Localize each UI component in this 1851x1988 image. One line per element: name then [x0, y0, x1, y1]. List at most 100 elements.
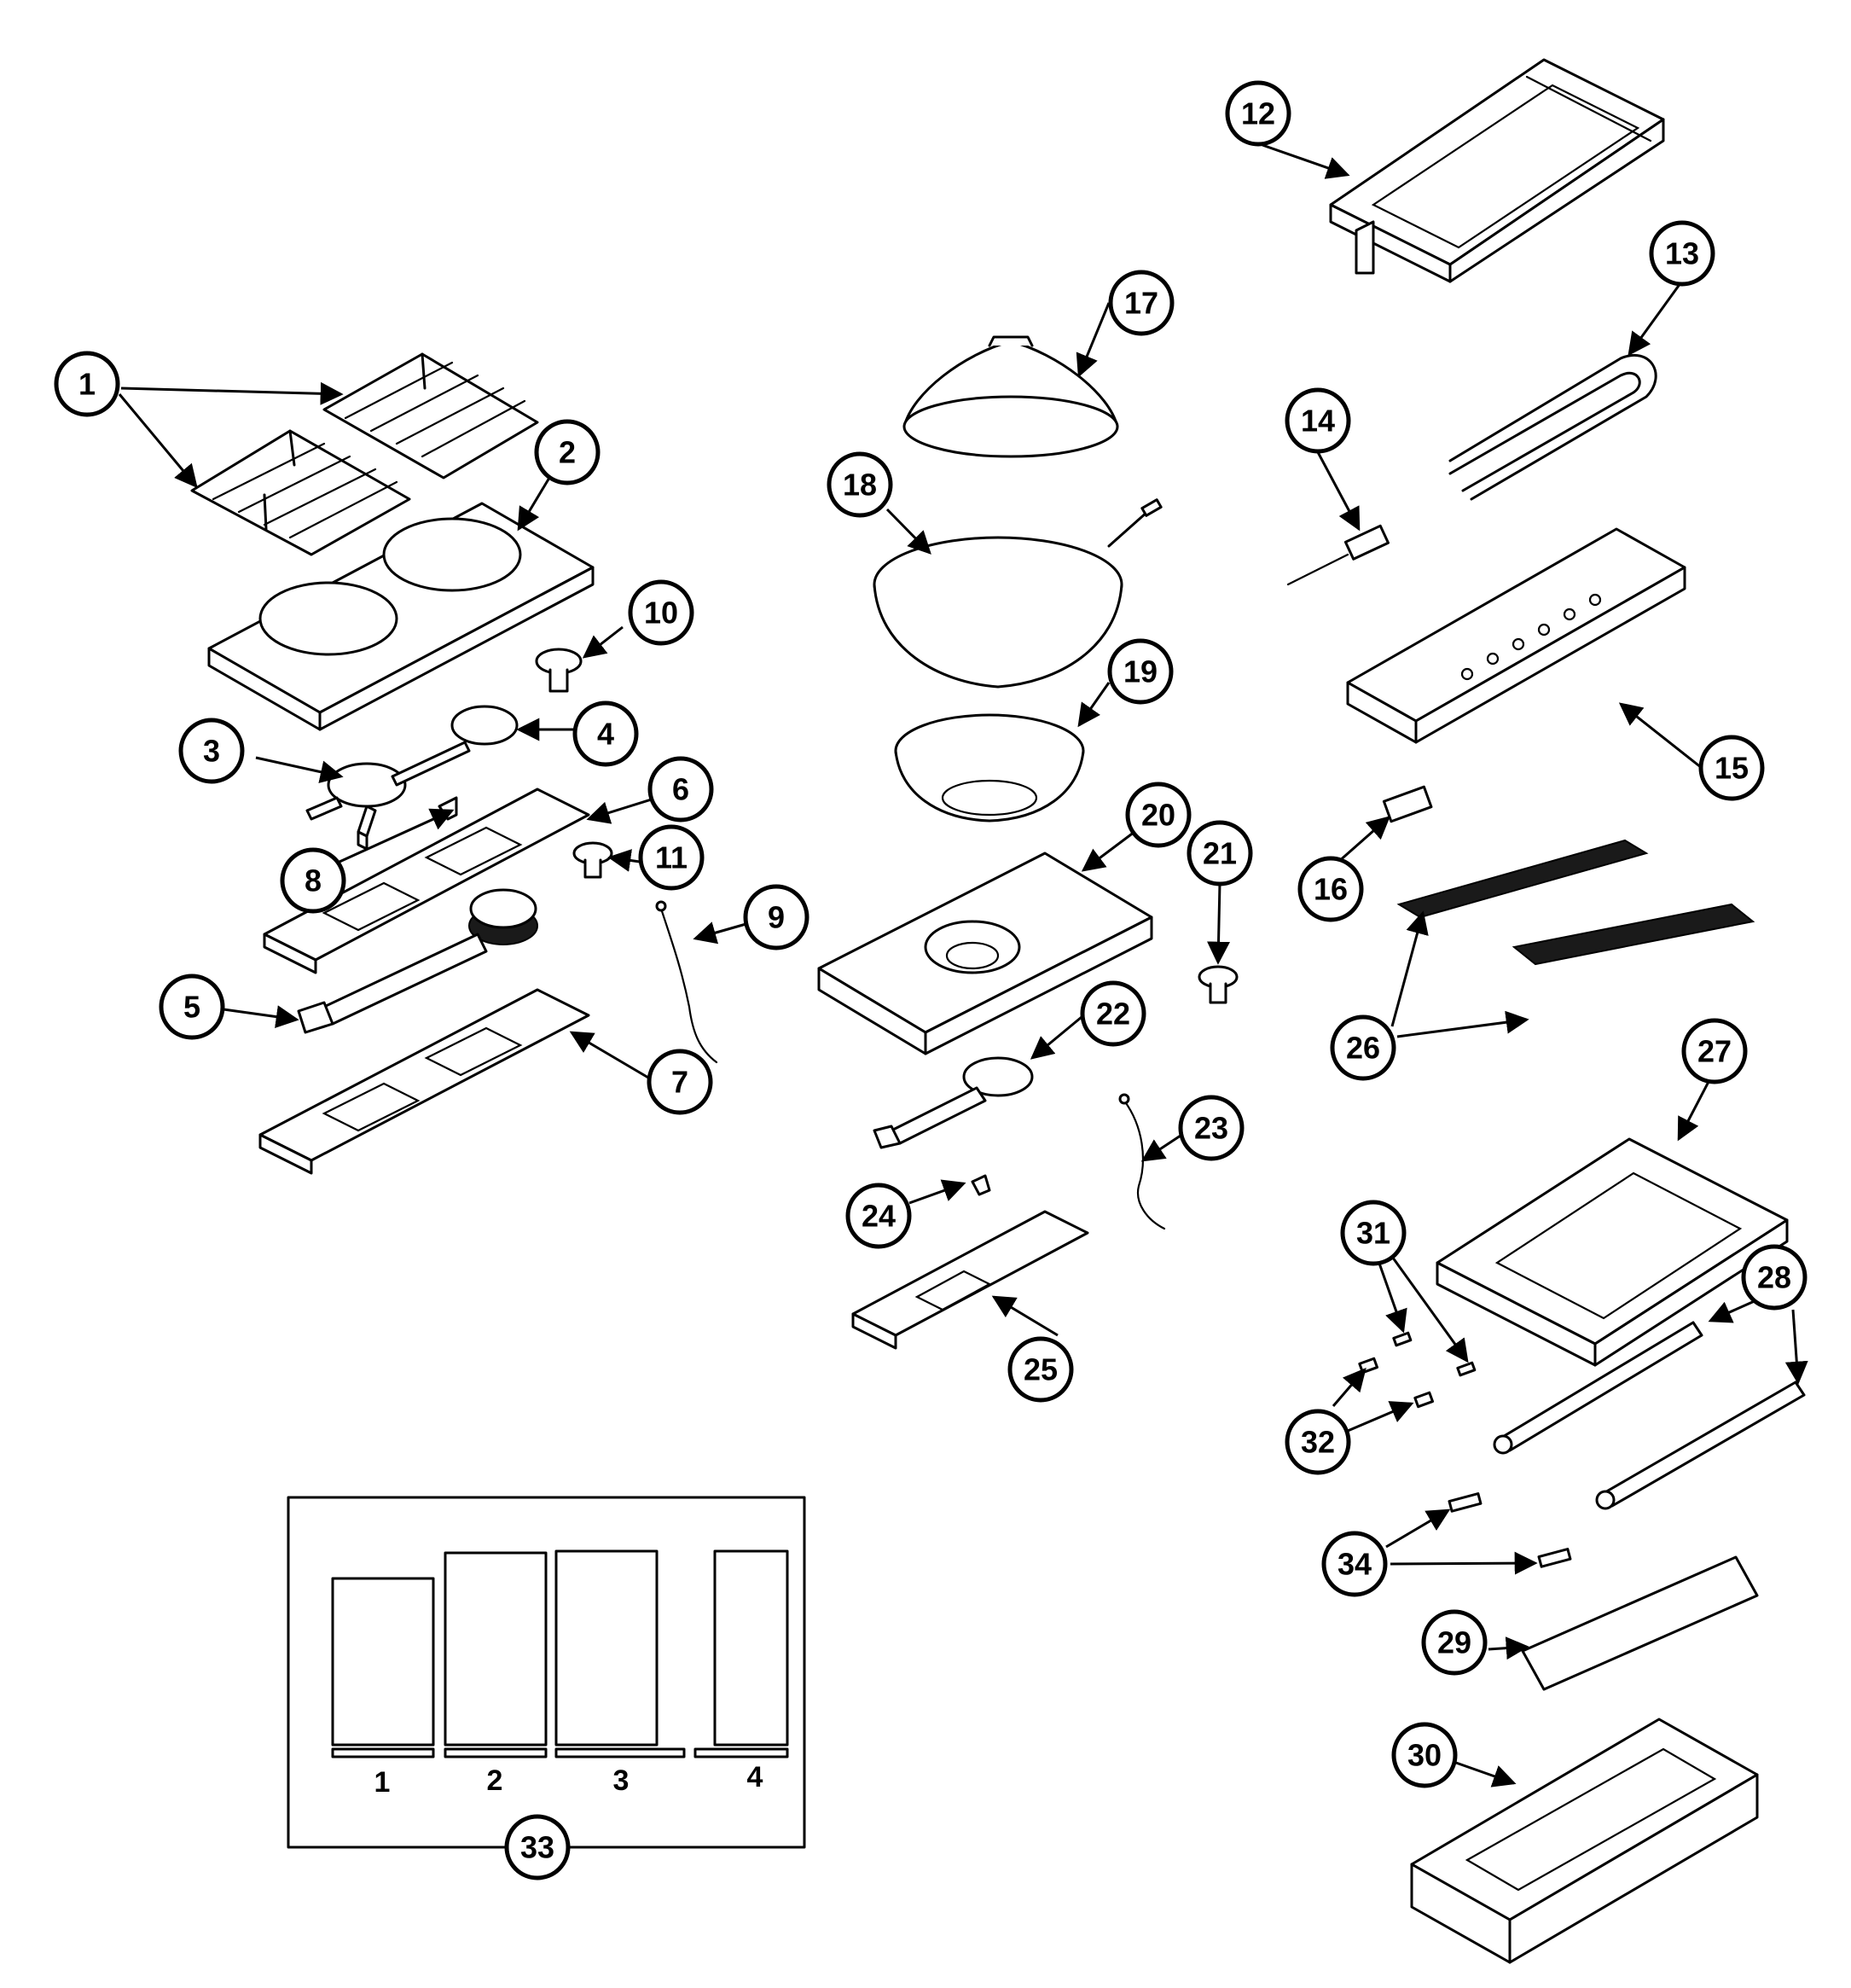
svg-text:30: 30 [1407, 1738, 1442, 1773]
svg-text:7: 7 [671, 1065, 688, 1100]
callout-27: 27 [1681, 1018, 1748, 1084]
panel-label-1: 1 [374, 1766, 391, 1799]
burner-tray-6 [263, 788, 590, 974]
callout-23: 23 [1178, 1095, 1245, 1161]
callout-25: 25 [1007, 1336, 1074, 1403]
callout-6: 6 [647, 756, 714, 823]
svg-text:28: 28 [1757, 1260, 1791, 1295]
callout-32: 32 [1285, 1409, 1351, 1475]
callout-15: 15 [1698, 735, 1765, 801]
large-burner-5 [297, 888, 538, 1034]
panel-label-3: 3 [613, 1764, 630, 1797]
bracket-34-a [1448, 1492, 1483, 1513]
burner-tray-25 [851, 1210, 1089, 1350]
burner-tube-28-lower [1595, 1381, 1806, 1510]
callout-33: 33 [504, 1814, 571, 1880]
callout-8: 8 [280, 847, 346, 914]
callout-19: 19 [1107, 638, 1174, 705]
callout-7: 7 [647, 1049, 713, 1115]
wok-18 [873, 498, 1163, 689]
griddle-12 [1329, 58, 1665, 283]
svg-text:12: 12 [1241, 96, 1275, 131]
callout-1: 1 [54, 351, 120, 417]
svg-text:11: 11 [655, 840, 688, 875]
wok-plate-20 [817, 852, 1153, 1055]
svg-text:33: 33 [520, 1830, 554, 1865]
svg-text:15: 15 [1715, 751, 1749, 786]
svg-text:9: 9 [768, 900, 785, 935]
knob-10 [535, 648, 583, 693]
svg-text:4: 4 [597, 717, 614, 752]
svg-text:16: 16 [1314, 872, 1348, 907]
twin-burner-assembly [305, 705, 519, 851]
callout-31: 31 [1340, 1200, 1407, 1266]
orifice-31-a [1392, 1331, 1413, 1347]
svg-text:20: 20 [1141, 798, 1175, 833]
callout-18: 18 [827, 451, 893, 518]
knob-21 [1198, 965, 1239, 1004]
callout-3: 3 [178, 718, 245, 784]
burner-grate-right [322, 352, 539, 480]
bracket-34-b [1537, 1548, 1572, 1568]
clip-24 [971, 1174, 991, 1196]
callout-5: 5 [159, 974, 225, 1040]
knob-11 [572, 841, 613, 879]
svg-text:3: 3 [203, 734, 220, 769]
igniter-14 [1286, 524, 1390, 586]
burner-tube-28-upper [1493, 1321, 1703, 1455]
svg-text:31: 31 [1356, 1216, 1390, 1251]
callout-26: 26 [1330, 1014, 1396, 1081]
callout-22: 22 [1080, 980, 1146, 1047]
grill-grate-lower [1512, 903, 1755, 966]
svg-text:6: 6 [672, 772, 689, 807]
burner-grate-left [190, 429, 411, 556]
trim-panel-set-33 [287, 1496, 806, 1849]
svg-text:5: 5 [183, 990, 200, 1025]
svg-text:22: 22 [1096, 997, 1130, 1032]
svg-text:21: 21 [1203, 836, 1237, 871]
leader-lines [118, 143, 1808, 1787]
callout-30: 30 [1391, 1722, 1458, 1788]
svg-text:10: 10 [644, 596, 678, 631]
callout-4: 4 [572, 700, 639, 767]
callout-13: 13 [1649, 220, 1715, 287]
callout-28: 28 [1741, 1244, 1807, 1311]
burner-tube-13 [1448, 353, 1657, 501]
igniter-wire-23 [1118, 1093, 1166, 1230]
igniter-16 [1382, 785, 1433, 823]
callout-24: 24 [845, 1183, 912, 1249]
callout-20: 20 [1125, 782, 1192, 848]
svg-text:2: 2 [559, 435, 576, 470]
svg-text:23: 23 [1194, 1111, 1228, 1146]
orifice-32-a [1358, 1357, 1379, 1375]
callout-11: 11 [638, 824, 705, 891]
svg-text:24: 24 [862, 1199, 896, 1234]
svg-text:17: 17 [1124, 286, 1158, 321]
callout-17: 17 [1108, 270, 1175, 336]
callout-29: 29 [1421, 1609, 1488, 1676]
wok-ring-19 [894, 713, 1085, 823]
panel-label-2: 2 [487, 1764, 503, 1797]
wok-burner-22 [873, 1056, 1034, 1149]
callout-34: 34 [1321, 1531, 1388, 1597]
igniter-wire-9 [655, 900, 718, 1064]
grill-grate-upper [1396, 839, 1649, 919]
panel-label-4: 4 [747, 1761, 763, 1793]
svg-text:18: 18 [843, 468, 877, 503]
svg-text:1: 1 [78, 367, 96, 402]
svg-text:19: 19 [1123, 654, 1158, 689]
callout-12: 12 [1225, 80, 1291, 147]
orifice-31-b [1456, 1361, 1477, 1377]
svg-text:29: 29 [1437, 1625, 1471, 1660]
callout-21: 21 [1187, 820, 1253, 886]
callout-16: 16 [1297, 856, 1364, 922]
svg-text:14: 14 [1301, 404, 1335, 439]
wok-lid-17 [902, 335, 1119, 458]
callout-10: 10 [628, 579, 694, 646]
svg-text:8: 8 [305, 863, 322, 898]
callout-14: 14 [1285, 387, 1351, 454]
svg-text:26: 26 [1346, 1031, 1380, 1066]
svg-text:27: 27 [1697, 1034, 1732, 1069]
svg-text:25: 25 [1024, 1352, 1058, 1387]
